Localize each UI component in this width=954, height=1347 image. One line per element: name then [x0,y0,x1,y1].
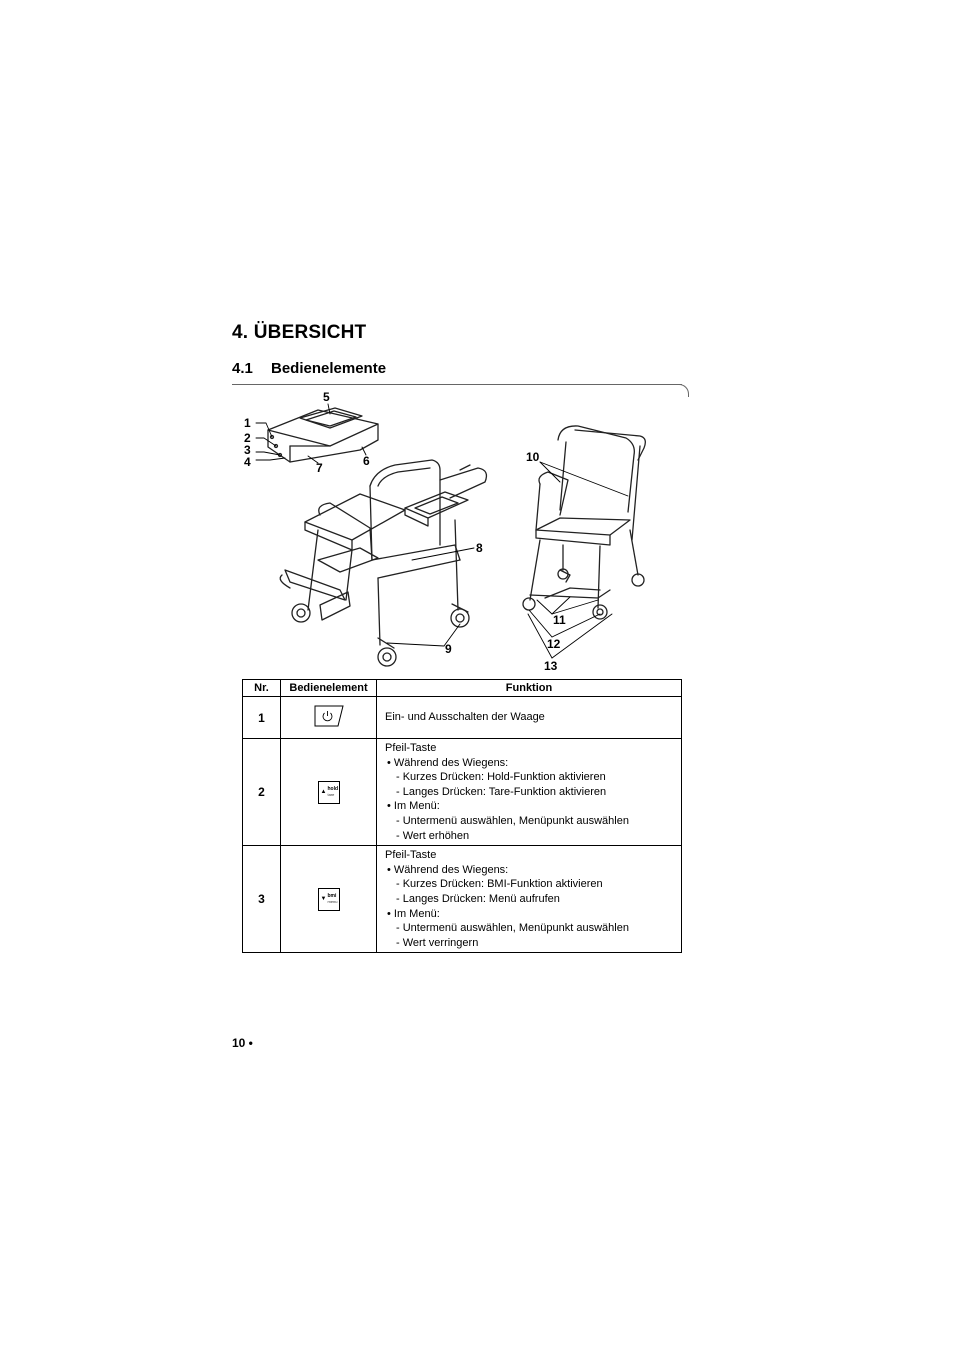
power-key-icon [314,705,344,727]
callout-13: 13 [544,659,558,673]
callout-7: 7 [316,461,323,475]
table-row: 3 ▼ bmi menu Pfeil-Taste • Während des W… [242,845,682,954]
function-line: - Langes Drücken: Tare-Funktion aktivier… [396,785,607,798]
function-line: - Kurzes Drücken: Hold-Funktion aktivier… [396,771,606,784]
arrow-up-icon: ▲ [320,788,327,795]
controls-table: Nr. Bedienelement Funktion 1 Ein- und Au… [242,679,682,954]
row-number: 1 [242,696,281,739]
function-line: Ein- und Ausschalten der Waage [385,711,545,724]
row-number: 2 [242,737,281,847]
section-rule-corner [676,384,689,397]
callout-9: 9 [445,642,452,656]
function-line: - Kurzes Drücken: BMI-Funktion aktiviere… [396,878,603,891]
header-nr: Nr. [242,679,281,697]
chair-scale-rear-drawing [522,425,646,620]
section-number: 4.1 [232,360,253,377]
callout-10: 10 [526,450,540,464]
key-cell: ▲ hold tare [280,737,377,847]
function-line: Pfeil-Taste [385,849,437,862]
callout-2: 2 [244,431,251,445]
key-cell: ▼ bmi menu [280,845,377,954]
key-label-bottom: menu [327,898,338,904]
function-line: • Im Menü: [387,907,440,920]
table-row: 1 Ein- und Ausschalten der Waage [242,696,682,739]
section-heading: 4.1 Bedienelemente [232,360,386,377]
page-heading: 4. ÜBERSICHT [232,322,367,343]
function-line: - Untermenü auswählen, Menüpunkt auswähl… [396,814,629,827]
key-label-top: hold [327,785,339,792]
function-cell: Ein- und Ausschalten der Waage [376,696,682,739]
arrow-down-icon: ▼ [320,895,327,902]
function-line: - Wert erhöhen [396,829,470,842]
callout-3: 3 [244,443,251,457]
key-cell [280,696,377,739]
arrow-down-bmi-menu-key-icon: ▼ bmi menu [317,887,340,911]
header-element: Bedienelement [280,679,377,697]
chair-scale-illustration: 1 2 3 4 5 6 7 8 9 10 11 12 13 [244,390,646,673]
chair-scale-front-drawing [279,459,488,667]
callout-4: 4 [244,455,251,469]
row-number: 3 [242,845,281,954]
table-row: 2 ▲ hold tare Pfeil-Taste • Während des … [242,737,682,847]
function-line: - Wert verringern [396,936,479,949]
section-rule [232,384,682,385]
callout-8: 8 [476,541,483,555]
function-line: - Langes Drücken: Menü aufrufen [396,892,560,905]
page-footer: 10 • [232,1036,253,1050]
callout-6: 6 [363,454,370,468]
callout-11: 11 [553,613,566,627]
function-line: • Während des Wiegens: [387,863,509,876]
function-cell: Pfeil-Taste • Während des Wiegens: - Kur… [376,737,682,847]
arrow-up-hold-tare-key-icon: ▲ hold tare [317,780,340,804]
header-function: Funktion [376,679,682,697]
function-line: - Untermenü auswählen, Menüpunkt auswähl… [396,922,629,935]
function-line: Pfeil-Taste [385,742,437,754]
display-unit-drawing [267,407,379,463]
section-title: Bedienelemente [271,360,387,377]
callout-5: 5 [323,390,330,404]
leader-lines [255,403,629,659]
callout-1: 1 [244,416,251,430]
function-line: • Im Menü: [387,800,440,813]
table-header-row: Nr. Bedienelement Funktion [242,679,682,697]
key-label-bottom: tare [327,791,335,797]
function-cell: Pfeil-Taste • Während des Wiegens: - Kur… [376,845,682,954]
callout-labels: 1 2 3 4 5 6 7 8 9 10 11 12 13 [244,390,566,673]
callout-12: 12 [547,637,561,651]
key-label-top: bmi [327,892,337,899]
function-line: • Während des Wiegens: [387,756,509,769]
